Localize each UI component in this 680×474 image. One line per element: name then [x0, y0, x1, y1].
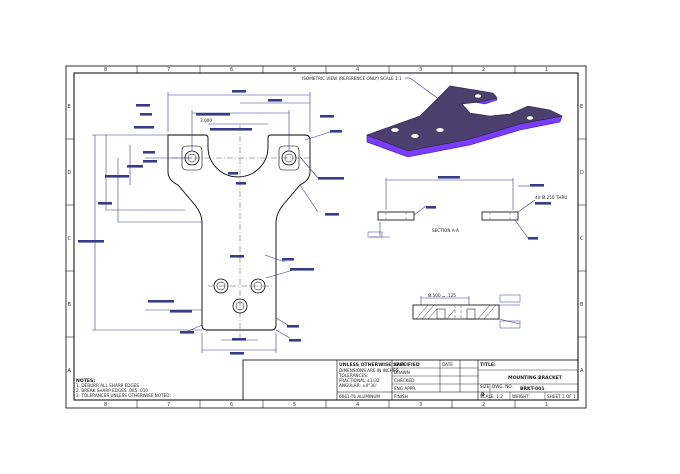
size-value: B	[481, 392, 485, 398]
zone-ticks	[66, 66, 586, 408]
side-view-right-flange	[481, 211, 519, 221]
side-view: 4X Ø.250 THRU SECTION A-A	[367, 176, 568, 240]
dwg-label: DWG. NO.	[492, 384, 513, 389]
top-width-dim: 3.000	[200, 118, 212, 123]
zone-left-e: E	[68, 104, 71, 110]
title-block: UNLESS OTHERWISE SPECIFIED DIMENSIONS AR…	[242, 359, 579, 401]
material-value: 6061-T6 ALUMINUM	[339, 394, 380, 399]
dwg-value: BRKT-001	[520, 386, 545, 392]
size-label: SIZE	[480, 384, 490, 389]
checked-label: CHECKED	[394, 378, 414, 383]
col-name: NAME	[394, 362, 407, 367]
tolerance-line: TOLERANCES:	[338, 373, 368, 378]
title-label: TITLE:	[480, 362, 496, 368]
zone-labels-left: E D C B A	[68, 104, 72, 374]
zone-top-1: 1	[545, 67, 548, 73]
cb-callout: Ø.500 ⌴ .125	[428, 293, 456, 298]
zone-right-b: B	[580, 302, 584, 308]
sheet-label: SHEET 1 OF 1	[547, 394, 576, 399]
notes-block: NOTES: 1. DEBURR ALL SHARP EDGES 2. BREA…	[76, 378, 171, 398]
zone-top-8: 8	[104, 67, 107, 73]
weight-label: WEIGHT:	[512, 394, 530, 399]
zone-bottom-2: 2	[482, 402, 485, 408]
slot-callout: 4X Ø.250 THRU	[535, 195, 568, 200]
zone-top-3: 3	[419, 67, 422, 73]
finish-label: FINISH	[394, 394, 408, 399]
zone-top-2: 2	[482, 67, 485, 73]
zone-top-5: 5	[293, 67, 296, 73]
zone-bottom-8: 8	[104, 402, 107, 408]
front-view: 3.000	[78, 90, 344, 355]
zone-top-4: 4	[356, 67, 359, 73]
zone-bottom-5: 5	[293, 402, 296, 408]
eng-label: ENG APPR.	[394, 386, 416, 391]
zone-right-e: E	[580, 104, 583, 110]
zone-labels-top: 8 7 6 5 4 3 2 1	[104, 67, 548, 73]
scale-label: SCALE: 1:2	[480, 394, 503, 399]
note-1: 1. DEBURR ALL SHARP EDGES	[76, 383, 139, 388]
zone-labels-bottom: 8 7 6 5 4 3 2 1	[104, 402, 548, 408]
tolerances-heading: UNLESS OTHERWISE SPECIFIED	[339, 362, 420, 368]
zone-left-d: D	[68, 170, 72, 176]
zone-labels-right: E D C B A	[580, 104, 584, 374]
zone-left-b: B	[68, 302, 72, 308]
title-value: MOUNTING BRACKET	[508, 375, 563, 381]
tolerance-line: FRACTIONAL ±1/32	[339, 378, 380, 383]
zone-bottom-3: 3	[419, 402, 422, 408]
side-view-left-flange	[377, 211, 415, 221]
note-3: 3. TOLERANCES UNLESS OTHERWISE NOTED:	[76, 393, 171, 398]
note-2: 2. BREAK SHARP EDGES .005-.010	[76, 388, 148, 393]
zone-right-c: C	[580, 236, 584, 242]
tolerance-line: ANGULAR: ±0°30'	[339, 383, 377, 388]
zone-bottom-4: 4	[356, 402, 359, 408]
notes-heading: NOTES:	[76, 378, 95, 384]
bracket-outline	[167, 134, 311, 331]
col-date: DATE	[442, 362, 453, 367]
side-view-label: SECTION A-A	[432, 228, 459, 233]
section-body	[412, 304, 500, 320]
tolerance-line: DIMENSIONS ARE IN INCHES	[339, 368, 399, 373]
zone-top-7: 7	[167, 67, 170, 73]
iso-note: ISOMETRIC VIEW (REFERENCE ONLY) SCALE 1:…	[302, 76, 402, 81]
zone-right-a: A	[580, 368, 584, 374]
zone-bottom-6: 6	[230, 402, 233, 408]
drawn-label: DRAWN	[394, 370, 410, 375]
zone-bottom-7: 7	[167, 402, 170, 408]
zone-left-c: C	[68, 236, 72, 242]
isometric-view: ISOMETRIC VIEW (REFERENCE ONLY) SCALE 1:…	[302, 76, 563, 158]
zone-bottom-1: 1	[545, 402, 548, 408]
zone-right-d: D	[580, 170, 584, 176]
dimension-lines	[92, 92, 331, 353]
dim-value-marks	[78, 90, 344, 355]
section-view: Ø.500 ⌴ .125	[412, 293, 521, 329]
zone-top-6: 6	[230, 67, 233, 73]
zone-left-a: A	[68, 368, 72, 374]
